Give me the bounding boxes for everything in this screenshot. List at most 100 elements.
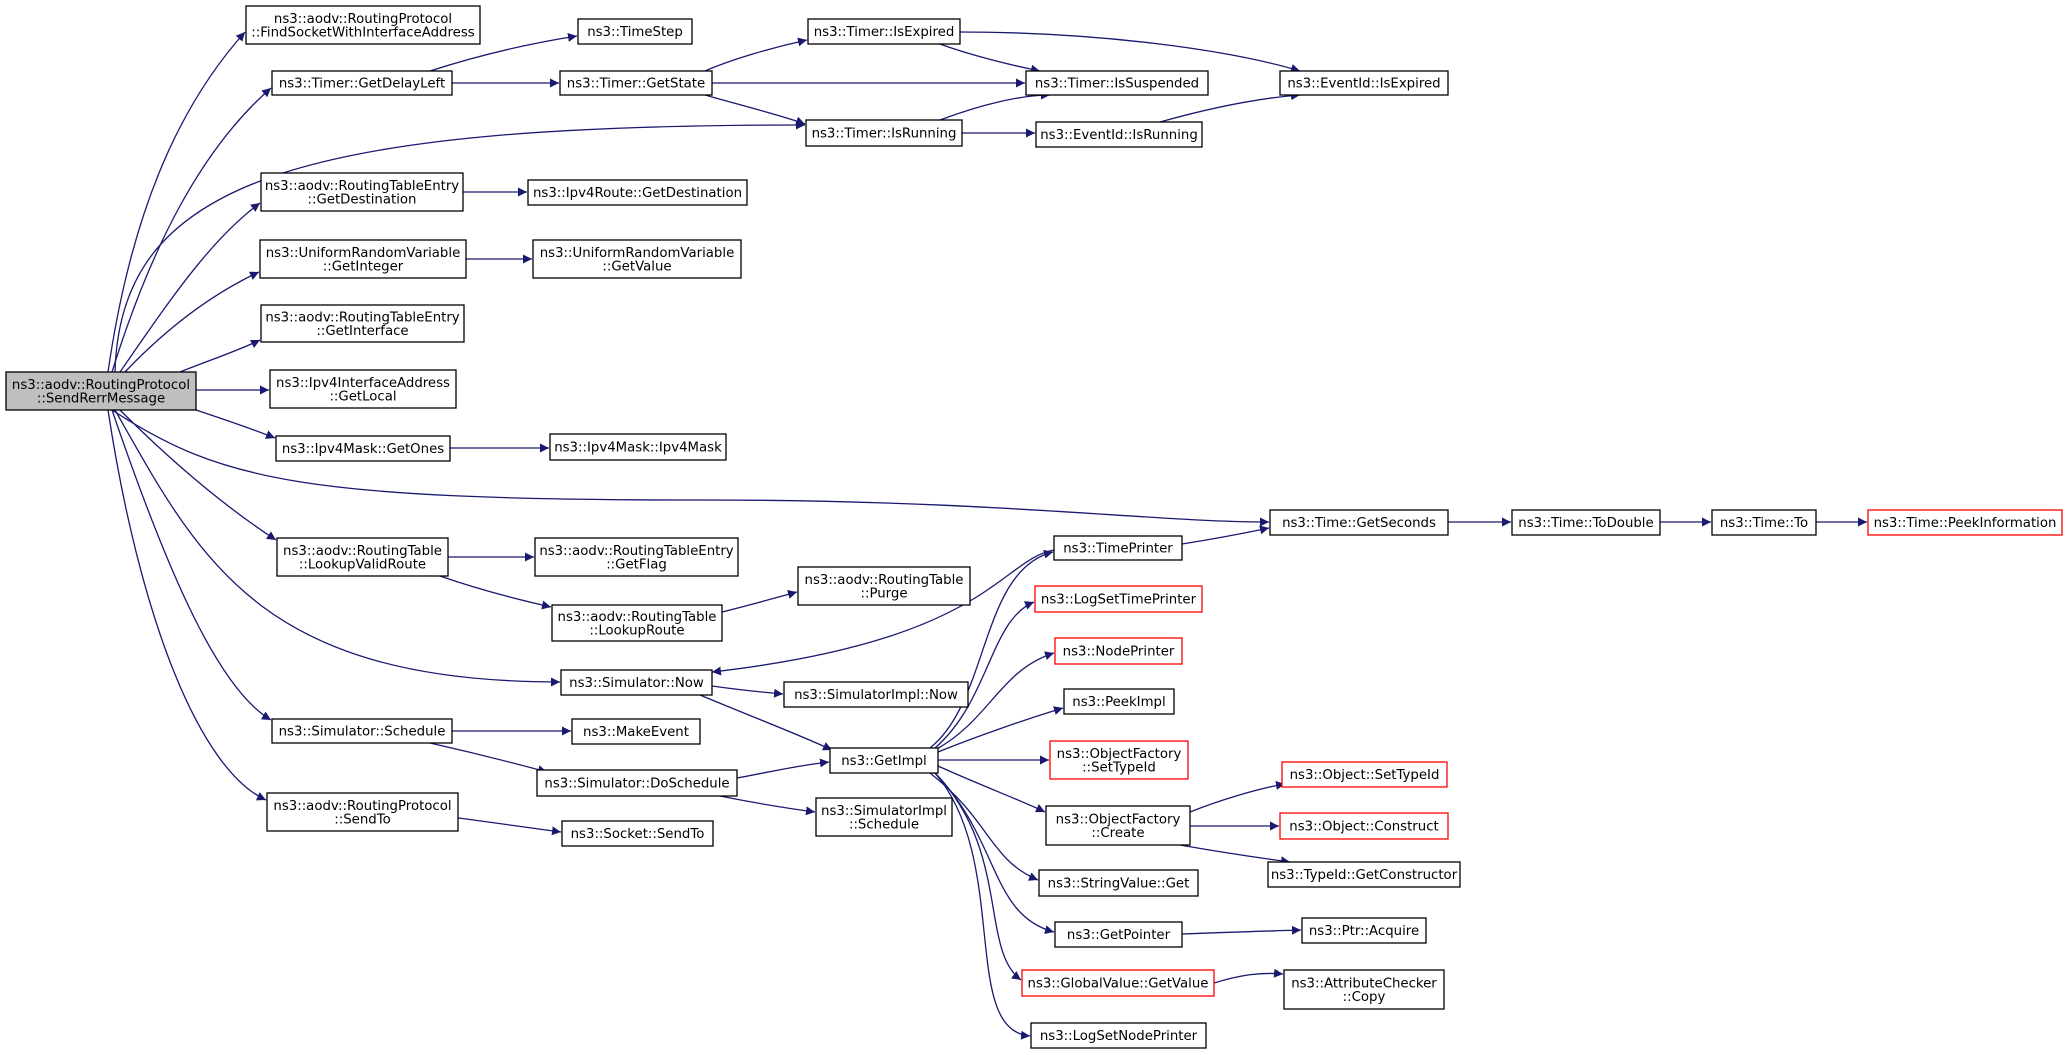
node-box[interactable] (1054, 921, 1183, 948)
node-box[interactable] (1063, 688, 1175, 715)
node-box[interactable] (276, 537, 449, 577)
node-box[interactable] (577, 18, 693, 45)
node-simDoSchedule[interactable]: ns3::Simulator::DoSchedule (536, 769, 738, 797)
node-box[interactable] (1711, 509, 1817, 536)
node-ptrAcquire[interactable]: ns3::Ptr::Acquire (1301, 917, 1427, 944)
node-urvGetValue[interactable]: ns3::UniformRandomVariable::GetValue (532, 239, 742, 279)
node-box[interactable] (259, 239, 467, 279)
node-simImplNow[interactable]: ns3::SimulatorImpl::Now (783, 681, 969, 708)
node-timePrinter[interactable]: ns3::TimePrinter (1053, 535, 1183, 561)
node-maskGetOnes[interactable]: ns3::Ipv4Mask::GetOnes (275, 435, 451, 462)
node-timerIsExpired[interactable]: ns3::Timer::IsExpired (807, 18, 961, 45)
node-objSetTypeId[interactable]: ns3::Object::SetTypeId (1281, 761, 1448, 788)
node-typeIdGetCtor[interactable]: ns3::TypeId::GetConstructor (1267, 861, 1461, 888)
node-box[interactable] (260, 172, 464, 212)
node-attrCheckerCopy[interactable]: ns3::AttributeChecker::Copy (1283, 969, 1445, 1010)
node-maskCtor[interactable]: ns3::Ipv4Mask::Ipv4Mask (549, 433, 727, 461)
node-stringValueGet[interactable]: ns3::StringValue::Get (1038, 869, 1199, 897)
node-logSetTimePrinter[interactable]: ns3::LogSetTimePrinter (1034, 585, 1203, 613)
node-box[interactable] (269, 369, 457, 409)
node-urvGetInteger[interactable]: ns3::UniformRandomVariable::GetInteger (259, 239, 467, 279)
node-box[interactable] (266, 792, 459, 832)
node-box[interactable] (1030, 1022, 1207, 1049)
node-getState[interactable]: ns3::Timer::GetState (559, 70, 713, 96)
node-box[interactable] (1054, 637, 1183, 665)
node-box[interactable] (1283, 969, 1445, 1010)
node-box[interactable] (559, 70, 713, 96)
node-box[interactable] (1038, 869, 1199, 897)
node-simImplSchedule[interactable]: ns3::SimulatorImpl::Schedule (815, 797, 953, 837)
node-box[interactable] (1025, 70, 1209, 96)
node-box[interactable] (797, 566, 971, 606)
node-ifaceGetLocal[interactable]: ns3::Ipv4InterfaceAddress::GetLocal (269, 369, 457, 409)
node-box[interactable] (807, 18, 961, 45)
node-box[interactable] (560, 669, 713, 696)
node-box[interactable] (815, 797, 953, 837)
node-box[interactable] (260, 304, 465, 343)
node-socketSendTo[interactable]: ns3::Socket::SendTo (561, 820, 714, 847)
node-eventIsExpired[interactable]: ns3::EventId::IsExpired (1279, 70, 1449, 96)
node-timeTo[interactable]: ns3::Time::To (1711, 509, 1817, 536)
node-ipv4RouteGetDest[interactable]: ns3::Ipv4Route::GetDestination (527, 179, 748, 206)
node-box[interactable] (1279, 70, 1449, 96)
node-findSocket[interactable]: ns3::aodv::RoutingProtocol::FindSocketWi… (245, 5, 481, 45)
node-ofCreate[interactable]: ns3::ObjectFactory::Create (1045, 805, 1191, 846)
node-box[interactable] (275, 435, 451, 462)
node-box[interactable] (1301, 917, 1427, 944)
node-box[interactable] (805, 119, 963, 147)
node-rteGetFlag[interactable]: ns3::aodv::RoutingTableEntry::GetFlag (534, 537, 739, 577)
node-box[interactable] (1511, 509, 1661, 536)
node-simNow[interactable]: ns3::Simulator::Now (560, 669, 713, 696)
node-box[interactable] (1281, 761, 1448, 788)
node-globalValueGet[interactable]: ns3::GlobalValue::GetValue (1021, 969, 1215, 997)
node-box[interactable] (549, 433, 727, 461)
node-rtLookupRoute[interactable]: ns3::aodv::RoutingTable::LookupRoute (551, 604, 723, 642)
node-box[interactable] (1867, 509, 2063, 536)
node-getDelayLeft[interactable]: ns3::Timer::GetDelayLeft (271, 70, 453, 96)
node-box[interactable] (1049, 740, 1189, 780)
node-box[interactable] (1267, 861, 1461, 888)
node-timeStep[interactable]: ns3::TimeStep (577, 18, 693, 45)
node-getImpl[interactable]: ns3::GetImpl (829, 747, 939, 774)
node-timeGetSeconds[interactable]: ns3::Time::GetSeconds (1269, 509, 1449, 536)
node-timerIsSuspended[interactable]: ns3::Timer::IsSuspended (1025, 70, 1209, 96)
node-rpSendTo[interactable]: ns3::aodv::RoutingProtocol::SendTo (266, 792, 459, 832)
node-box[interactable] (1045, 805, 1191, 846)
node-ofSetTypeId[interactable]: ns3::ObjectFactory::SetTypeId (1049, 740, 1189, 780)
node-makeEvent[interactable]: ns3::MakeEvent (571, 718, 701, 745)
node-nodePrinter[interactable]: ns3::NodePrinter (1054, 637, 1183, 665)
node-lookupValidRoute[interactable]: ns3::aodv::RoutingTable::LookupValidRout… (276, 537, 449, 577)
node-box[interactable] (534, 537, 739, 577)
node-box[interactable] (1269, 509, 1449, 536)
node-box[interactable] (783, 681, 969, 708)
node-box[interactable] (527, 179, 748, 206)
node-eventIsRunning[interactable]: ns3::EventId::IsRunning (1035, 121, 1203, 148)
node-rteGetInterface[interactable]: ns3::aodv::RoutingTableEntry::GetInterfa… (260, 304, 465, 343)
node-box[interactable] (271, 718, 453, 744)
node-box[interactable] (1034, 585, 1203, 613)
node-box[interactable] (5, 371, 197, 411)
node-box[interactable] (561, 820, 714, 847)
node-peekImpl[interactable]: ns3::PeekImpl (1063, 688, 1175, 715)
node-box[interactable] (245, 5, 481, 45)
node-box[interactable] (1035, 121, 1203, 148)
node-timeToDouble[interactable]: ns3::Time::ToDouble (1511, 509, 1661, 536)
node-sendRerr[interactable]: ns3::aodv::RoutingProtocol::SendRerrMess… (5, 371, 197, 411)
node-timerIsRunning[interactable]: ns3::Timer::IsRunning (805, 119, 963, 147)
node-box[interactable] (829, 747, 939, 774)
node-box[interactable] (271, 70, 453, 96)
node-box[interactable] (551, 604, 723, 642)
node-rtPurge[interactable]: ns3::aodv::RoutingTable::Purge (797, 566, 971, 606)
node-box[interactable] (1279, 812, 1449, 840)
node-box[interactable] (536, 769, 738, 797)
node-simSchedule[interactable]: ns3::Simulator::Schedule (271, 718, 453, 744)
node-logSetNodePrinter[interactable]: ns3::LogSetNodePrinter (1030, 1022, 1207, 1049)
node-objConstruct[interactable]: ns3::Object::Construct (1279, 812, 1449, 840)
node-peekInfo[interactable]: ns3::Time::PeekInformation (1867, 509, 2063, 536)
node-box[interactable] (1021, 969, 1215, 997)
node-box[interactable] (532, 239, 742, 279)
node-box[interactable] (1053, 535, 1183, 561)
node-rteGetDestination[interactable]: ns3::aodv::RoutingTableEntry::GetDestina… (260, 172, 464, 212)
node-getPointer[interactable]: ns3::GetPointer (1054, 921, 1183, 948)
node-box[interactable] (571, 718, 701, 745)
